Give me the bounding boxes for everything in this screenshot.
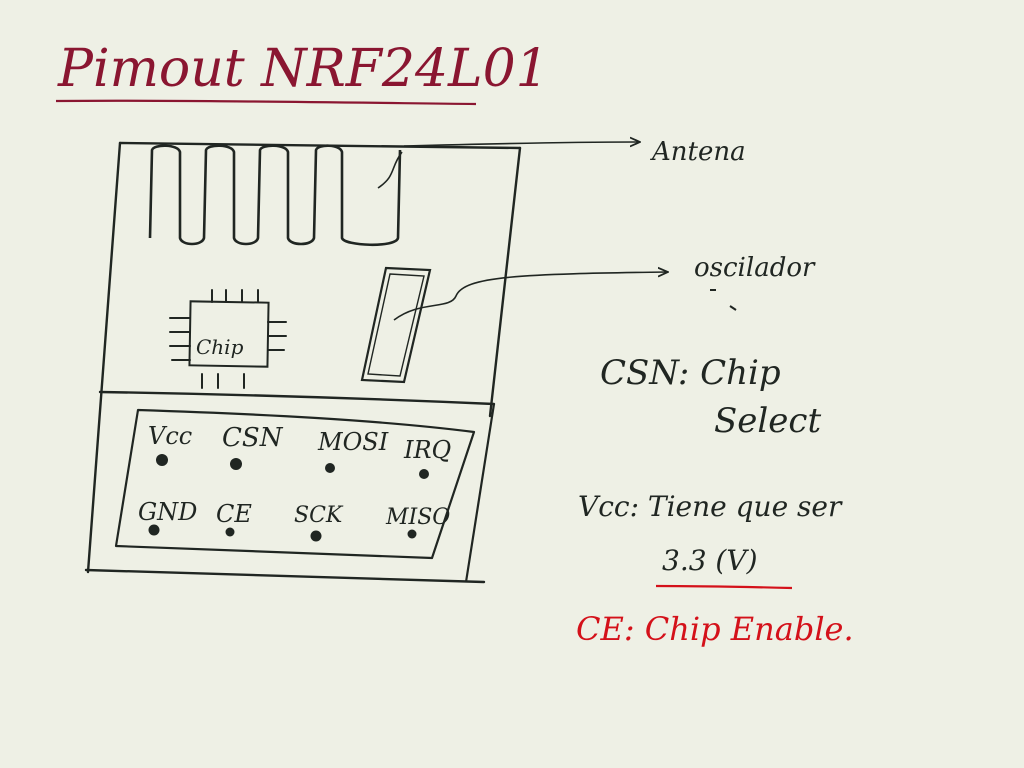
pin-dot-csn bbox=[230, 458, 242, 470]
pin-dot-sck bbox=[310, 530, 322, 542]
note-ce-line: CE: Chip Enable. bbox=[576, 610, 854, 648]
note-csn-line2: Select bbox=[714, 401, 821, 441]
note-vcc-line1: Vcc: Tiene que ser bbox=[578, 490, 843, 523]
pin-dot-vcc bbox=[156, 454, 168, 466]
note-csn-line1: CSN: Chip bbox=[600, 353, 781, 393]
oscillator-crystal bbox=[360, 266, 432, 384]
oscillator-label: oscilador bbox=[694, 253, 816, 283]
pin-dot-ce bbox=[225, 527, 235, 537]
ink-dot bbox=[710, 289, 737, 311]
board-edge-right bbox=[464, 403, 496, 583]
antenna-trace bbox=[148, 144, 402, 247]
antenna-pointer bbox=[377, 142, 640, 189]
note-vcc-line2: 3.3 (V) bbox=[662, 544, 758, 577]
pin-header-outline bbox=[114, 408, 476, 560]
vcc-underline bbox=[655, 584, 793, 590]
pin-dot-mosi bbox=[325, 463, 335, 473]
pin-label-irq: IRQ bbox=[403, 436, 451, 464]
title-underline bbox=[55, 99, 477, 106]
pin-label-gnd: GND bbox=[138, 498, 197, 526]
pin-label-vcc: Vcc bbox=[148, 422, 192, 450]
page-title: Pimout NRF24L01 bbox=[57, 39, 549, 99]
oscillator-pointer bbox=[393, 272, 668, 321]
pin-dot-gnd bbox=[148, 524, 160, 536]
pin-dot-irq bbox=[419, 469, 429, 479]
pin-dot-miso bbox=[407, 529, 417, 539]
antenna-label: Antena bbox=[650, 137, 746, 167]
pin-label-csn: CSN bbox=[222, 423, 284, 453]
pin-label-mosi: MOSI bbox=[317, 428, 389, 456]
pin-label-miso: MISO bbox=[385, 505, 450, 530]
pin-label-sck: SCK bbox=[294, 503, 344, 528]
chip-label: Chip bbox=[196, 335, 244, 359]
module-board bbox=[84, 141, 522, 584]
chip-ic bbox=[169, 289, 287, 389]
pin-label-ce: CE bbox=[216, 500, 252, 528]
